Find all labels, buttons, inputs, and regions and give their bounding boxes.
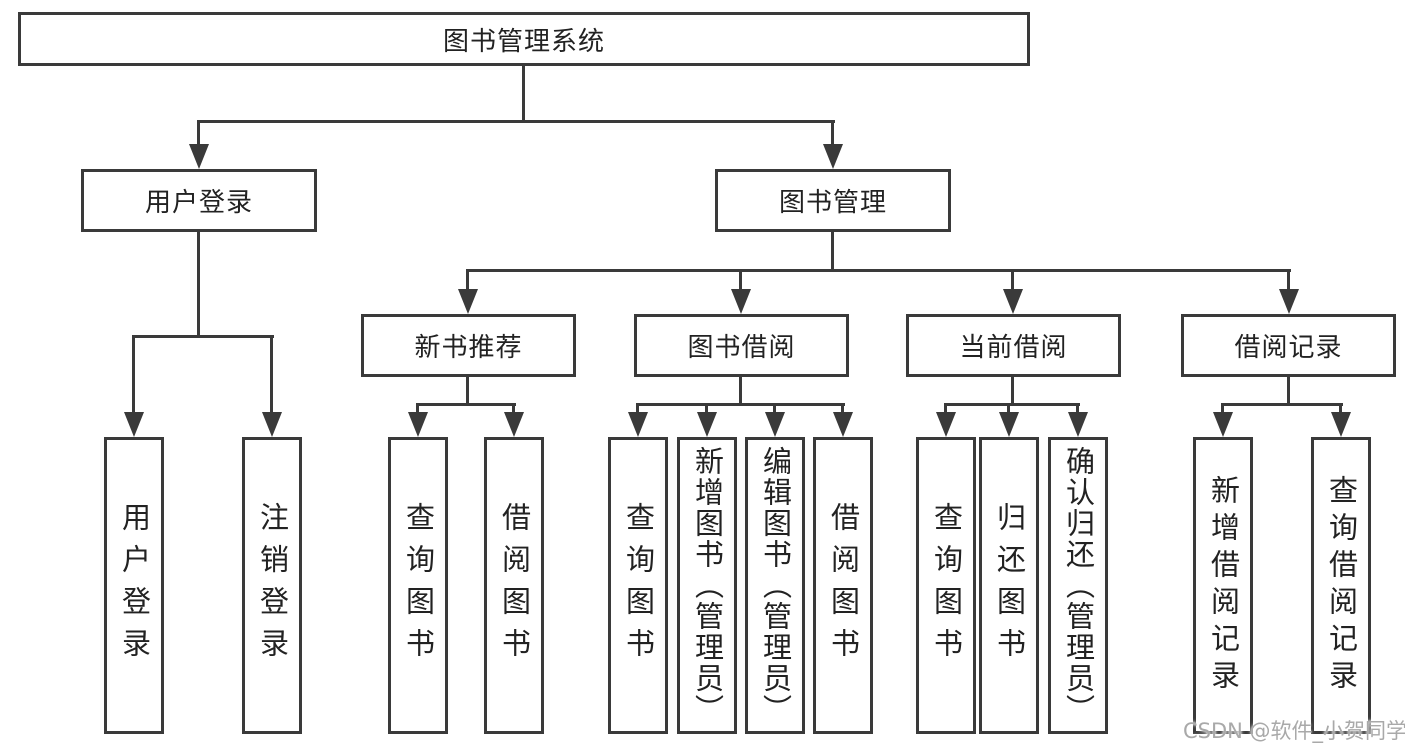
connector-drop-leaf-user-login	[132, 335, 135, 416]
leaf-query-borrow-record: 查询借阅记录	[1311, 437, 1371, 734]
node-label: 图书管理	[778, 188, 887, 218]
node-book-borrow: 图书借阅	[634, 314, 849, 377]
connector-root-stem	[522, 66, 525, 123]
connector-drop-book-management	[831, 120, 834, 146]
leaf-edit-book-admin: 编辑图书（管理员）	[745, 437, 805, 734]
connector-drop	[1339, 403, 1342, 413]
leaf-add-borrow-record: 新增借阅记录	[1193, 437, 1253, 734]
arrowhead-icon	[262, 412, 282, 437]
connector-current-rail	[944, 403, 1080, 406]
connector-drop	[705, 403, 708, 413]
connector-drop	[416, 403, 419, 413]
leaf-label: 注销登录	[255, 501, 290, 670]
arrowhead-icon	[1279, 289, 1299, 314]
leaf-label: 查询图书	[929, 501, 964, 670]
arrowhead-icon	[628, 412, 648, 437]
arrowhead-icon	[1068, 412, 1088, 437]
connector-drop-book-borrow	[739, 269, 742, 291]
leaf-label: 借阅图书	[826, 501, 861, 670]
connector-drop-leaf-logout	[270, 335, 273, 416]
arrowhead-icon	[823, 144, 843, 169]
connector-drop-new-book-recommend	[466, 269, 469, 291]
arrowhead-icon	[189, 144, 209, 169]
node-current-borrow: 当前借阅	[906, 314, 1121, 377]
node-label: 用户登录	[144, 188, 253, 218]
connector-drop-borrow-records	[1287, 269, 1290, 291]
connector-drop	[636, 403, 639, 413]
connector-drop	[1221, 403, 1224, 413]
arrowhead-icon	[408, 412, 428, 437]
connector-book-management-stem	[831, 232, 834, 272]
node-library-management-system: 图书管理系统	[18, 12, 1030, 66]
node-new-book-recommend: 新书推荐	[361, 314, 576, 377]
leaf-label: 新增借阅记录	[1206, 474, 1241, 697]
leaf-label: 查询借阅记录	[1324, 474, 1359, 697]
connector-recommend-stem	[466, 377, 469, 406]
leaf-confirm-return-admin: 确认归还（管理员）	[1048, 437, 1108, 734]
connector-book-management-rail	[466, 269, 1291, 272]
connector-borrow-stem	[739, 377, 742, 406]
connector-records-stem	[1287, 377, 1290, 406]
leaf-query-books-current: 查询图书	[916, 437, 976, 734]
node-book-management: 图书管理	[715, 169, 951, 232]
arrowhead-icon	[999, 412, 1019, 437]
connector-drop	[841, 403, 844, 413]
connector-recommend-rail	[416, 403, 516, 406]
leaf-add-book-admin: 新增图书（管理员）	[677, 437, 737, 734]
connector-user-login-rail	[132, 335, 274, 338]
leaf-label: 编辑图书（管理员）	[758, 446, 793, 725]
connector-drop	[944, 403, 947, 413]
connector-drop-user-login	[197, 120, 200, 146]
node-label: 借阅记录	[1234, 333, 1343, 363]
arrowhead-icon	[504, 412, 524, 437]
connector-root-rail	[197, 120, 835, 123]
arrowhead-icon	[833, 412, 853, 437]
leaf-borrow-books-borrow: 借阅图书	[813, 437, 873, 734]
connector-drop	[1076, 403, 1079, 413]
arrowhead-icon	[1331, 412, 1351, 437]
leaf-logout: 注销登录	[242, 437, 302, 734]
arrowhead-icon	[936, 412, 956, 437]
leaf-label: 新增图书（管理员）	[690, 446, 725, 725]
arrowhead-icon	[458, 289, 478, 314]
node-label: 图书管理系统	[442, 26, 605, 57]
arrowhead-icon	[765, 412, 785, 437]
connector-records-rail	[1221, 403, 1343, 406]
connector-drop-current-borrow	[1011, 269, 1014, 291]
arrowhead-icon	[124, 412, 144, 437]
leaf-query-books-recommend: 查询图书	[388, 437, 448, 734]
leaf-query-books-borrow: 查询图书	[608, 437, 668, 734]
arrowhead-icon	[731, 289, 751, 314]
csdn-watermark: CSDN @软件_小贺同学	[1183, 719, 1405, 743]
connector-drop	[1007, 403, 1010, 413]
leaf-label: 确认归还（管理员）	[1061, 446, 1096, 725]
leaf-borrow-books-recommend: 借阅图书	[484, 437, 544, 734]
arrowhead-icon	[1003, 289, 1023, 314]
node-label: 新书推荐	[414, 333, 523, 363]
leaf-return-book: 归还图书	[979, 437, 1039, 734]
leaf-label: 借阅图书	[497, 501, 532, 670]
leaf-user-login: 用户登录	[104, 437, 164, 734]
leaf-label: 查询图书	[621, 501, 656, 670]
node-label: 当前借阅	[959, 333, 1068, 363]
arrowhead-icon	[697, 412, 717, 437]
connector-current-stem	[1011, 377, 1014, 406]
connector-borrow-rail	[636, 403, 845, 406]
connector-user-login-stem	[197, 232, 200, 338]
node-user-login: 用户登录	[81, 169, 317, 232]
connector-drop	[512, 403, 515, 413]
arrowhead-icon	[1213, 412, 1233, 437]
leaf-label: 归还图书	[992, 501, 1027, 670]
leaf-label: 查询图书	[401, 501, 436, 670]
node-borrow-records: 借阅记录	[1181, 314, 1396, 377]
connector-drop	[773, 403, 776, 413]
node-label: 图书借阅	[687, 333, 796, 363]
leaf-label: 用户登录	[117, 501, 152, 670]
